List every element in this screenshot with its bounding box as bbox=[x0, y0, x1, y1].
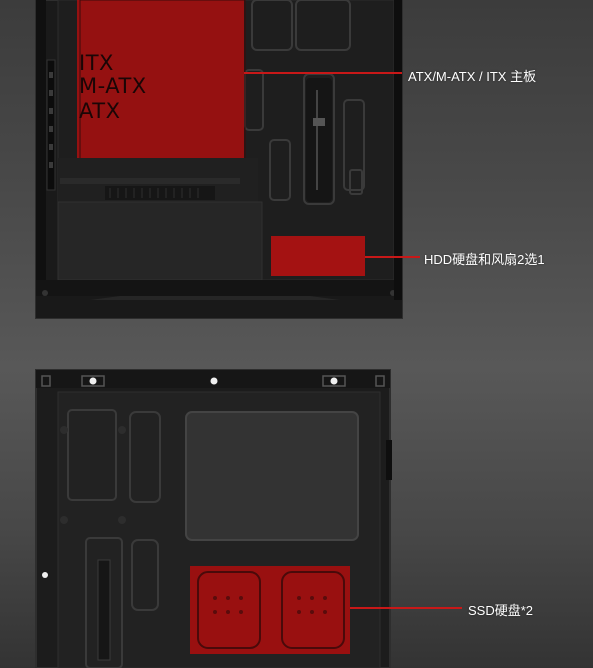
rear-cutout bbox=[185, 411, 359, 541]
ssd-area-highlight bbox=[190, 566, 350, 654]
motherboard-area-highlight bbox=[77, 0, 244, 158]
motherboard-leader-line bbox=[244, 72, 402, 74]
ssd-callout: SSD硬盘*2 bbox=[468, 603, 534, 618]
hdd-fan-area-highlight bbox=[271, 236, 365, 276]
mb-size-itx: ITX bbox=[79, 51, 114, 75]
mb-size-matx: M-ATX bbox=[79, 74, 147, 98]
rear-mount-holes bbox=[41, 375, 385, 578]
hdd-leader-line bbox=[365, 256, 420, 258]
mb-size-atx: ATX bbox=[79, 99, 121, 123]
ssd-leader-line bbox=[350, 607, 462, 609]
motherboard-callout: ATX/M-ATX / ITX 主板 bbox=[408, 69, 537, 84]
hdd-fan-callout: HDD硬盘和风扇2选1 bbox=[424, 252, 545, 267]
